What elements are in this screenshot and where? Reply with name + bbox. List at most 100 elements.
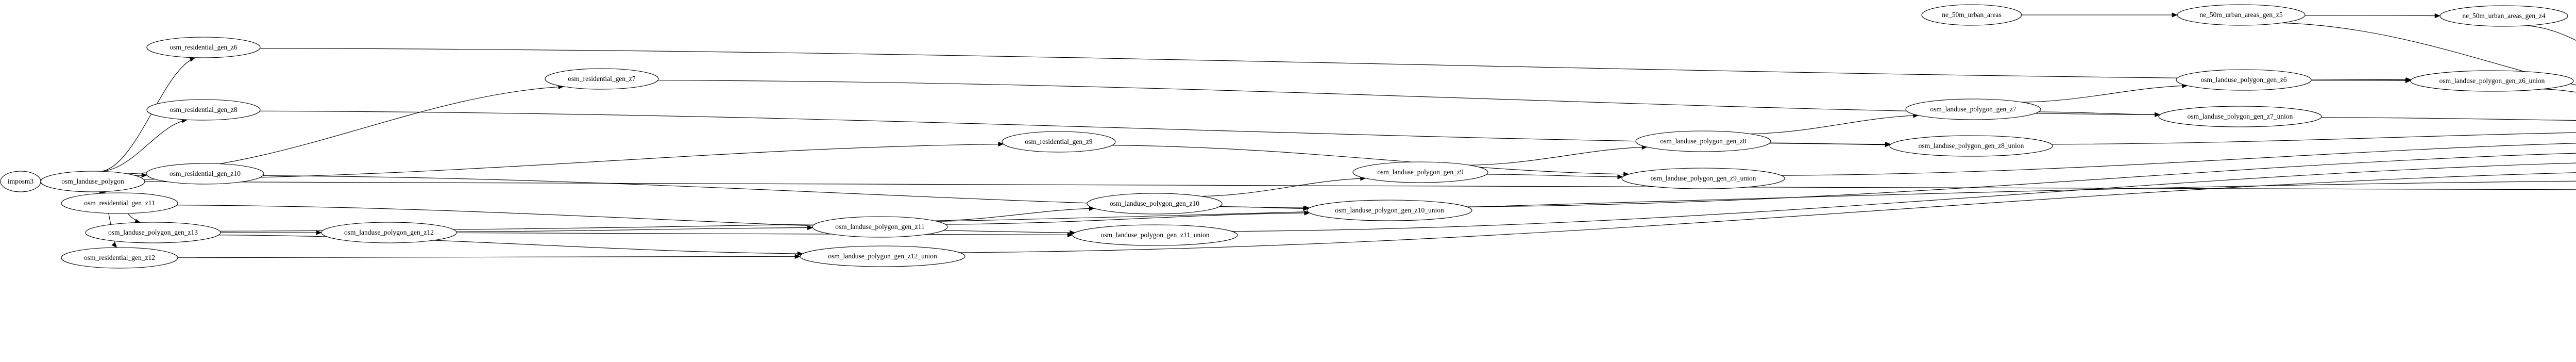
node-label: osm_landuse_polygon_gen_z6_union (2439, 77, 2545, 85)
edge-arrowhead (189, 57, 196, 62)
edge-arrowhead (807, 225, 814, 231)
edge-osm_landuse_polygon-to-osm_residential_gen_z6 (102, 58, 195, 172)
edge-arrowhead (1885, 142, 1891, 147)
node-osm_residential_gen_z9[interactable]: osm_residential_gen_z9 (1002, 131, 1116, 153)
edge-osm_landuse_polygon_gen_z10-to-osm_landuse_polygon_gen_z10_union (1219, 206, 1308, 209)
node-osm_residential_gen_z11[interactable]: osm_residential_gen_z11 (61, 192, 178, 214)
node-label: osm_landuse_polygon (61, 177, 124, 185)
edge-arrowhead (998, 141, 1004, 147)
edge-arrowhead (794, 254, 801, 259)
edge-osm_landuse_polygon_gen_z9-to-osm_landuse_polygon_gen_z8 (1469, 146, 1647, 166)
node-osm_landuse_polygon_gen_z11_union[interactable]: osm_landuse_polygon_gen_z11_union (1072, 224, 1238, 246)
node-shape[interactable] (1002, 131, 1116, 153)
node-osm_residential_gen_z7[interactable]: osm_residential_gen_z7 (545, 68, 659, 90)
edge-osm_landuse_polygon_gen_z11_union-to-layer_landuse-z11 (1232, 162, 2576, 232)
node-label: osm_landuse_polygon_gen_z8 (1660, 137, 1746, 145)
node-ne_50m_urban_areas[interactable]: ne_50m_urban_areas (1921, 4, 2022, 26)
node-label: osm_residential_gen_z10 (170, 170, 241, 177)
node-shape[interactable] (146, 37, 261, 58)
node-shape[interactable] (146, 163, 264, 185)
node-shape[interactable] (1307, 200, 1472, 221)
node-label: osm_residential_gen_z8 (170, 106, 237, 113)
edge-osm_residential_gen_z6-to-osm_landuse_polygon_gen_z6_union (260, 48, 2411, 80)
node-shape[interactable] (1072, 224, 1238, 246)
edge-arrowhead (1617, 174, 1623, 179)
node-shape[interactable] (61, 192, 178, 214)
node-osm_landuse_polygon_gen_z12_union[interactable]: osm_landuse_polygon_gen_z12_union (800, 245, 965, 267)
node-shape[interactable] (2177, 4, 2306, 26)
edge-osm_landuse_polygon_gen_z12-to-osm_landuse_polygon_gen_z11_union (456, 232, 1073, 236)
edge-arrowhead (316, 230, 322, 235)
node-osm_landuse_polygon[interactable]: osm_landuse_polygon (40, 171, 145, 192)
edge-arrowhead (1303, 206, 1309, 211)
node-osm_residential_gen_z6[interactable]: osm_residential_gen_z6 (146, 37, 261, 58)
node-label: ne_50m_urban_areas_gen_z5 (2199, 11, 2282, 19)
node-osm_landuse_polygon_gen_z9_union[interactable]: osm_landuse_polygon_gen_z9_union (1621, 168, 1785, 189)
edge-osm_landuse_polygon_gen_z11-to-osm_landuse_polygon_gen_z10 (934, 208, 1094, 221)
edge-osm_landuse_polygon_gen_z9-to-osm_landuse_polygon_gen_z9_union (1486, 174, 1622, 177)
node-osm_landuse_polygon_gen_z13[interactable]: osm_landuse_polygon_gen_z13 (85, 222, 221, 243)
node-shape[interactable] (40, 171, 145, 192)
edge-osm_landuse_polygon_gen_z9_union-to-layer_landuse-z9 (1781, 143, 2576, 176)
edge-osm_landuse_polygon_gen_z7-to-osm_landuse_polygon_gen_z7_union (2038, 111, 2160, 115)
node-osm_landuse_polygon_gen_z8_union[interactable]: osm_landuse_polygon_gen_z8_union (1889, 135, 2053, 157)
node-shape[interactable] (1352, 161, 1488, 183)
node-osm_landuse_polygon_gen_z10[interactable]: osm_landuse_polygon_gen_z10 (1087, 193, 1223, 215)
node-osm_landuse_polygon_gen_z12[interactable]: osm_landuse_polygon_gen_z12 (321, 222, 457, 243)
node-osm_landuse_polygon_gen_z7_union[interactable]: osm_landuse_polygon_gen_z7_union (2158, 106, 2322, 127)
edge-osm_landuse_polygon_gen_z7_union-to-layer_landuse-z7 (2321, 117, 2576, 121)
node-shape[interactable] (545, 68, 659, 90)
node-osm_landuse_polygon_gen_z6[interactable]: osm_landuse_polygon_gen_z6 (2176, 69, 2312, 91)
node-shape[interactable] (2158, 106, 2322, 127)
edge-osm_landuse_polygon_gen_z7-to-osm_landuse_polygon_gen_z6 (2022, 85, 2187, 103)
node-ne_50m_urban_areas_gen_z5[interactable]: ne_50m_urban_areas_gen_z5 (2177, 4, 2306, 26)
edge-osm_landuse_polygon_gen_z13-to-osm_landuse_polygon_gen_z12_union (218, 235, 803, 254)
node-osm_landuse_polygon_gen_z7[interactable]: osm_landuse_polygon_gen_z7 (1905, 98, 2041, 120)
node-osm_landuse_polygon_gen_z8[interactable]: osm_landuse_polygon_gen_z8 (1635, 130, 1771, 152)
node-imposm3[interactable]: imposm3 (0, 171, 41, 192)
edge-arrowhead (2405, 78, 2411, 84)
node-shape[interactable] (85, 222, 221, 243)
node-label: ne_50m_urban_areas_gen_z4 (2462, 12, 2545, 20)
node-shape[interactable] (812, 216, 948, 238)
node-shape[interactable] (1621, 168, 1785, 189)
node-osm_residential_gen_z8[interactable]: osm_residential_gen_z8 (146, 99, 261, 121)
edge-osm_landuse_polygon-to-osm_residential_gen_z8 (102, 120, 187, 172)
edge-arrowhead (1304, 210, 1310, 216)
node-osm_landuse_polygon_gen_z11[interactable]: osm_landuse_polygon_gen_z11 (812, 216, 948, 238)
node-shape[interactable] (1087, 193, 1223, 215)
edge-arrowhead (1070, 230, 1076, 235)
node-shape[interactable] (146, 99, 261, 121)
node-label: ne_50m_urban_areas (1942, 11, 2001, 19)
node-shape[interactable] (1921, 4, 2022, 26)
node-ne_50m_urban_areas_gen_z4[interactable]: ne_50m_urban_areas_gen_z4 (2439, 5, 2568, 27)
node-label: osm_landuse_polygon_gen_z11_union (1101, 231, 1210, 239)
node-shape[interactable] (1889, 135, 2053, 157)
node-label: osm_residential_gen_z7 (568, 75, 635, 83)
node-label: osm_landuse_polygon_gen_z11 (835, 223, 924, 231)
edge-arrowhead (141, 173, 147, 178)
node-osm_landuse_polygon_gen_z9[interactable]: osm_landuse_polygon_gen_z9 (1352, 161, 1488, 183)
node-label: osm_landuse_polygon_gen_z12_union (828, 252, 937, 260)
node-label: osm_landuse_polygon_gen_z9 (1377, 168, 1463, 176)
edges-layer (35, 12, 2576, 259)
edge-osm_landuse_polygon-to-osm_residential_gen_z9 (143, 143, 1003, 180)
node-shape[interactable] (2176, 69, 2312, 91)
node-osm_landuse_polygon_gen_z10_union[interactable]: osm_landuse_polygon_gen_z10_union (1307, 200, 1472, 221)
node-osm_residential_gen_z10[interactable]: osm_residential_gen_z10 (146, 163, 264, 185)
node-shape[interactable] (1635, 130, 1771, 152)
node-shape[interactable] (800, 245, 965, 267)
node-shape[interactable] (2439, 5, 2568, 27)
node-shape[interactable] (321, 222, 457, 243)
edge-ne_50m_urban_areas_gen_z5-to-layer_landuse-z5 (2281, 22, 2576, 86)
edge-osm_landuse_polygon_gen_z12_union-to-layer_landuse-z12 (959, 172, 2576, 253)
nodes-layer: imposm3 osm_landuse_polygon osm_residentia… (0, 4, 2574, 269)
node-osm_landuse_polygon_gen_z6_union[interactable]: osm_landuse_polygon_gen_z6_union (2410, 70, 2574, 92)
node-shape[interactable] (61, 247, 178, 269)
node-shape[interactable] (1905, 98, 2041, 120)
node-osm_residential_gen_z12[interactable]: osm_residential_gen_z12 (61, 247, 178, 269)
node-label: osm_residential_gen_z12 (84, 254, 155, 261)
edge-arrowhead (797, 251, 803, 256)
node-shape[interactable] (2410, 70, 2574, 92)
edge-ne_50m_urban_areas_gen_z5-to-ne_50m_urban_areas_gen_z4 (2304, 15, 2440, 17)
